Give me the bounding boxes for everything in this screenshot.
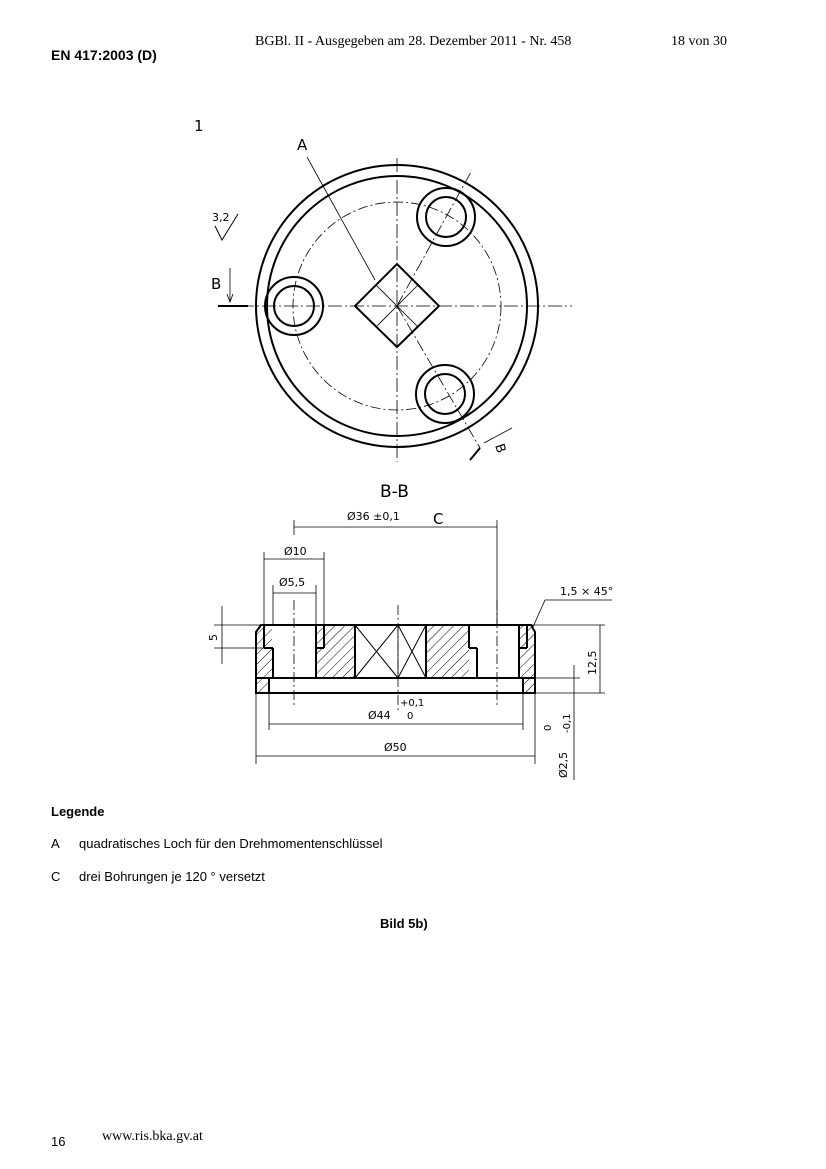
bore-upper-right	[416, 187, 476, 247]
section-view	[214, 520, 612, 780]
legend-key: A	[51, 836, 60, 851]
dim-pitch: Ø36 ±0,1	[347, 510, 400, 523]
square-hole	[353, 262, 441, 349]
dim-bore-inner: Ø5,5	[279, 576, 305, 589]
bore-lower-right	[415, 364, 475, 424]
surface-roughness: 3,2	[212, 211, 230, 224]
dim-groove-tol-upper: +0,1	[400, 698, 424, 709]
figure-number: 1	[194, 117, 204, 135]
top-view	[214, 156, 572, 462]
label-C: C	[433, 510, 443, 528]
dim-thickness: Ø2,5	[557, 752, 570, 778]
dim-thickness-tol-lower: -0,1	[562, 713, 573, 733]
page-number: 16	[51, 1134, 66, 1149]
footer-url[interactable]: www.ris.bka.gv.at	[102, 1129, 203, 1144]
dim-chamfer: 1,5 × 45°	[560, 585, 613, 598]
dim-outer: Ø50	[384, 741, 407, 754]
legend-text: drei Bohrungen je 120 ° versetzt	[79, 869, 265, 884]
section-title: B-B	[380, 482, 409, 502]
legend-key: C	[51, 869, 61, 884]
label-B-left: B	[211, 275, 221, 293]
dim-depth: 5	[207, 634, 220, 641]
gazette-header: BGBl. II - Ausgegeben am 28. Dezember 20…	[255, 34, 572, 49]
dim-groove-tol-lower: 0	[407, 711, 413, 722]
page-of-count: 18 von 30	[671, 34, 727, 49]
bore-left	[264, 276, 324, 336]
standard-title: EN 417:2003 (D)	[51, 47, 157, 63]
label-A: A	[297, 136, 308, 154]
legend-title: Legende	[51, 804, 105, 819]
dim-thickness-tol-upper: 0	[543, 725, 554, 731]
label-B-right: B	[491, 442, 508, 455]
dim-height: 12,5	[586, 651, 599, 676]
dim-groove: Ø44	[368, 709, 391, 722]
figure-caption: Bild 5b)	[380, 916, 428, 931]
dim-bore-outer: Ø10	[284, 545, 307, 558]
legend-text: quadratisches Loch für den Drehmomentens…	[79, 836, 383, 851]
